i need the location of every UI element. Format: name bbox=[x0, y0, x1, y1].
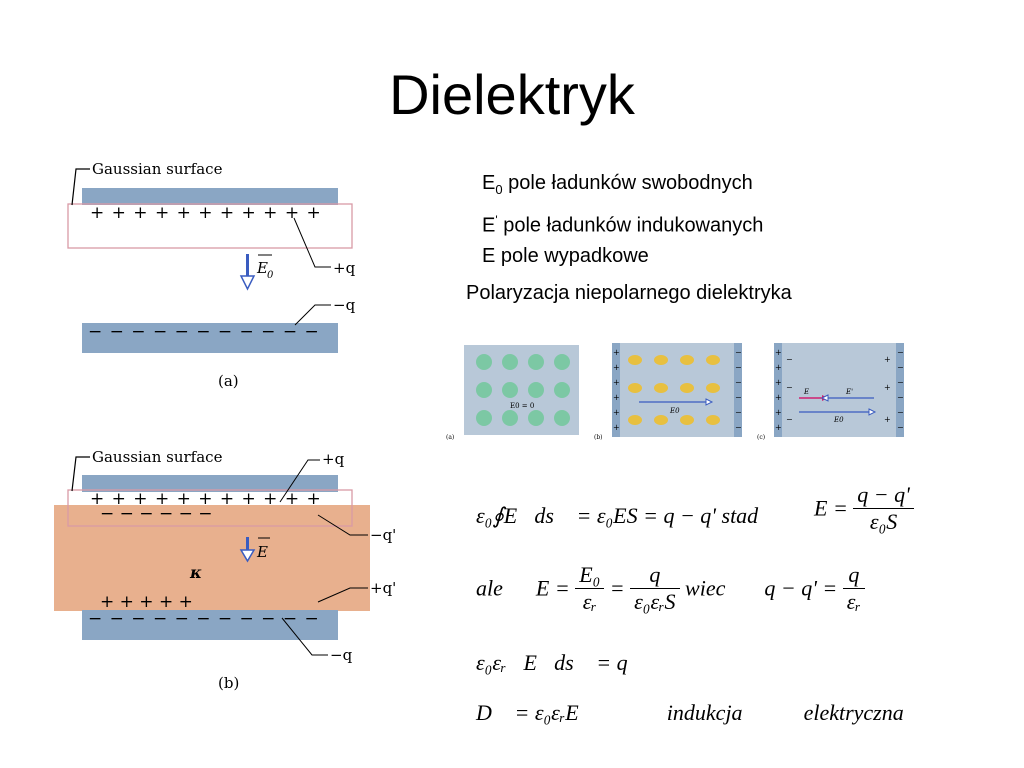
legend-line-e: E pole wypadkowe bbox=[482, 244, 649, 267]
equation-e-result: E = q − q'ε₀S bbox=[814, 482, 914, 535]
equation-gauss-displacement: ε₀εᵣ∮E⃗ds⃗ = q bbox=[476, 650, 628, 675]
minus-charges: − − − − − − − − − − − bbox=[88, 609, 320, 629]
figure-b-capacitor-dielectric: + + + + + + + + + + + − − − − − − Gaussi… bbox=[54, 448, 396, 692]
equation-displacement-field: D⃗ = ε₀εᵣE⃗ indukcja elektryczna bbox=[476, 700, 904, 725]
svg-text:+: + bbox=[613, 393, 620, 402]
dielectric-slab bbox=[54, 505, 370, 611]
svg-text:+: + bbox=[613, 363, 620, 372]
svg-text:−: − bbox=[735, 408, 742, 417]
svg-text:+: + bbox=[613, 408, 620, 417]
plus-q-prime-label: +q' bbox=[370, 579, 396, 597]
field-arrow-head bbox=[239, 549, 256, 563]
svg-text:+: + bbox=[613, 348, 620, 357]
svg-text:−: − bbox=[897, 378, 904, 387]
svg-text:−: − bbox=[786, 355, 793, 364]
svg-text:−: − bbox=[735, 423, 742, 432]
minus-q-label: −q bbox=[330, 646, 353, 664]
field-arrow-head bbox=[239, 275, 256, 291]
field-e-label: E bbox=[256, 543, 268, 561]
field-e0-label: E bbox=[256, 259, 268, 277]
slide-title: Dielektryk bbox=[389, 63, 635, 126]
panel-a-caption: (a) bbox=[446, 434, 454, 441]
svg-text:−: − bbox=[897, 408, 904, 417]
minus-q-leader bbox=[294, 304, 331, 326]
plus-q-label: +q bbox=[322, 450, 345, 468]
svg-text:−: − bbox=[735, 378, 742, 387]
plus-q-label: +q bbox=[333, 259, 356, 277]
svg-text:+: + bbox=[884, 355, 891, 364]
panel-c-e0-label: E0 bbox=[833, 416, 844, 424]
legend-line-e-prime: E' pole ładunków indukowanych bbox=[482, 213, 764, 237]
kappa-label: κ bbox=[189, 563, 202, 582]
svg-text:+: + bbox=[775, 348, 782, 357]
caption-b: (b) bbox=[218, 674, 239, 692]
svg-text:−: − bbox=[735, 393, 742, 402]
svg-text:+: + bbox=[613, 423, 620, 432]
minus-q-prime-leader bbox=[317, 514, 368, 536]
field-arrow-shaft bbox=[246, 254, 249, 276]
top-plate bbox=[82, 475, 338, 492]
panel-c-fields: E E' E0 (c) bbox=[757, 343, 904, 441]
minus-q-label: −q bbox=[333, 296, 356, 314]
svg-text:+: + bbox=[613, 378, 620, 387]
svg-text:−: − bbox=[735, 348, 742, 357]
svg-text:+: + bbox=[775, 363, 782, 372]
induced-plus-charges: + + + + + bbox=[100, 592, 193, 612]
minus-charges: − − − − − − − − − − − bbox=[88, 322, 320, 342]
svg-text:+: + bbox=[775, 423, 782, 432]
field-arrow-shaft bbox=[246, 537, 249, 551]
panel-b-polarized: E0 (b) bbox=[594, 343, 742, 441]
induced-minus-charges: − − − − − − bbox=[100, 504, 212, 524]
plus-q-leader bbox=[279, 459, 320, 503]
polarization-subtitle: Polaryzacja niepolarnego dielektryka bbox=[466, 282, 792, 304]
svg-text:+: + bbox=[775, 408, 782, 417]
svg-text:+: + bbox=[884, 383, 891, 392]
caption-a: (a) bbox=[218, 372, 239, 390]
panel-b-field-label: E0 bbox=[669, 407, 680, 415]
figure-a-capacitor: + + + + + + + + + + + Gaussian surface E… bbox=[67, 160, 356, 390]
equation-gauss-dielectric: ε₀∮E⃗ds⃗ = ε₀ES = q − q' stad bbox=[476, 503, 759, 528]
panel-b-caption: (b) bbox=[594, 434, 603, 441]
svg-text:−: − bbox=[735, 363, 742, 372]
panel-a-no-field: E0 = 0 (a) bbox=[446, 345, 579, 441]
svg-text:+: + bbox=[775, 378, 782, 387]
gaussian-leader bbox=[71, 456, 90, 492]
svg-text:−: − bbox=[897, 393, 904, 402]
svg-text:−: − bbox=[786, 415, 793, 424]
plus-charges-top: + + + + + + + + + + + bbox=[90, 489, 322, 509]
minus-q-leader bbox=[281, 617, 328, 656]
plus-q-prime-leader bbox=[317, 587, 368, 603]
svg-text:−: − bbox=[786, 383, 793, 392]
gaussian-leader bbox=[71, 168, 90, 206]
svg-text:+: + bbox=[775, 393, 782, 402]
gaussian-label: Gaussian surface bbox=[92, 160, 223, 178]
panel-c-e-prime-label: E' bbox=[845, 388, 853, 396]
plus-q-leader bbox=[293, 217, 331, 268]
field-legend: E0 pole ładunków swobodnych E' pole ładu… bbox=[482, 168, 763, 271]
plate-charge-marks: + + + + + + − − − − − − + + + + + + − − − − − − − − − + + + bbox=[613, 348, 904, 432]
svg-text:−: − bbox=[897, 423, 904, 432]
panel-c-e-label: E bbox=[803, 388, 809, 396]
top-plate bbox=[82, 188, 338, 205]
svg-text:−: − bbox=[897, 348, 904, 357]
polarization-panels: E0 = 0 (a) E0 (b) E E' E0 (c) + + + + + + bbox=[446, 343, 904, 441]
panel-a-label: E0 = 0 bbox=[510, 402, 534, 410]
panel-c-caption: (c) bbox=[757, 434, 765, 441]
gaussian-surface bbox=[67, 489, 353, 527]
bottom-plate bbox=[82, 323, 338, 353]
minus-q-prime-label: −q' bbox=[370, 526, 396, 544]
legend-line-e0: E0 pole ładunków swobodnych bbox=[482, 172, 753, 197]
plus-charges: + + + + + + + + + + + bbox=[90, 203, 322, 223]
svg-text:−: − bbox=[897, 363, 904, 372]
field-e0-sub: 0 bbox=[267, 270, 274, 281]
svg-text:+: + bbox=[884, 415, 891, 424]
gaussian-label: Gaussian surface bbox=[92, 448, 223, 466]
gaussian-surface bbox=[67, 203, 353, 249]
